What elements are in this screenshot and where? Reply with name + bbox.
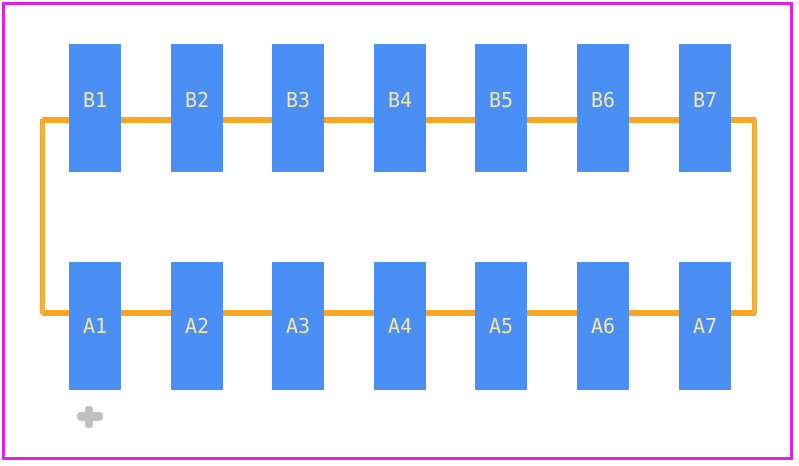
pad-a3[interactable]: A3 — [272, 262, 324, 390]
pad-label: B7 — [692, 88, 718, 112]
outline-right-line — [752, 119, 757, 314]
pad-b5[interactable]: B5 — [475, 44, 527, 172]
pad-label: B2 — [184, 88, 210, 112]
pad-a5[interactable]: A5 — [475, 262, 527, 390]
pad-label: A4 — [387, 314, 413, 338]
pad-label: B3 — [285, 88, 311, 112]
pad-a1[interactable]: A1 — [69, 262, 121, 390]
pad-a2[interactable]: A2 — [171, 262, 223, 390]
pad-b1[interactable]: B1 — [69, 44, 121, 172]
pad-label: B1 — [82, 88, 108, 112]
pad-b4[interactable]: B4 — [374, 44, 426, 172]
pad-b6[interactable]: B6 — [577, 44, 629, 172]
pad-b7[interactable]: B7 — [679, 44, 731, 172]
pad-label: B4 — [387, 88, 413, 112]
pad-label: A6 — [590, 314, 616, 338]
pad-label: A3 — [285, 314, 311, 338]
pad-b3[interactable]: B3 — [272, 44, 324, 172]
pad-a4[interactable]: A4 — [374, 262, 426, 390]
crosshair-origin-icon — [77, 406, 103, 428]
outline-left-line — [40, 119, 45, 314]
board-boundary — [2, 2, 793, 460]
pad-b2[interactable]: B2 — [171, 44, 223, 172]
pad-label: A5 — [488, 314, 514, 338]
pad-a7[interactable]: A7 — [679, 262, 731, 390]
pad-label: B5 — [488, 88, 514, 112]
pad-label: A7 — [692, 314, 718, 338]
pad-label: A1 — [82, 314, 108, 338]
pad-label: A2 — [184, 314, 210, 338]
pad-a6[interactable]: A6 — [577, 262, 629, 390]
pad-label: B6 — [590, 88, 616, 112]
